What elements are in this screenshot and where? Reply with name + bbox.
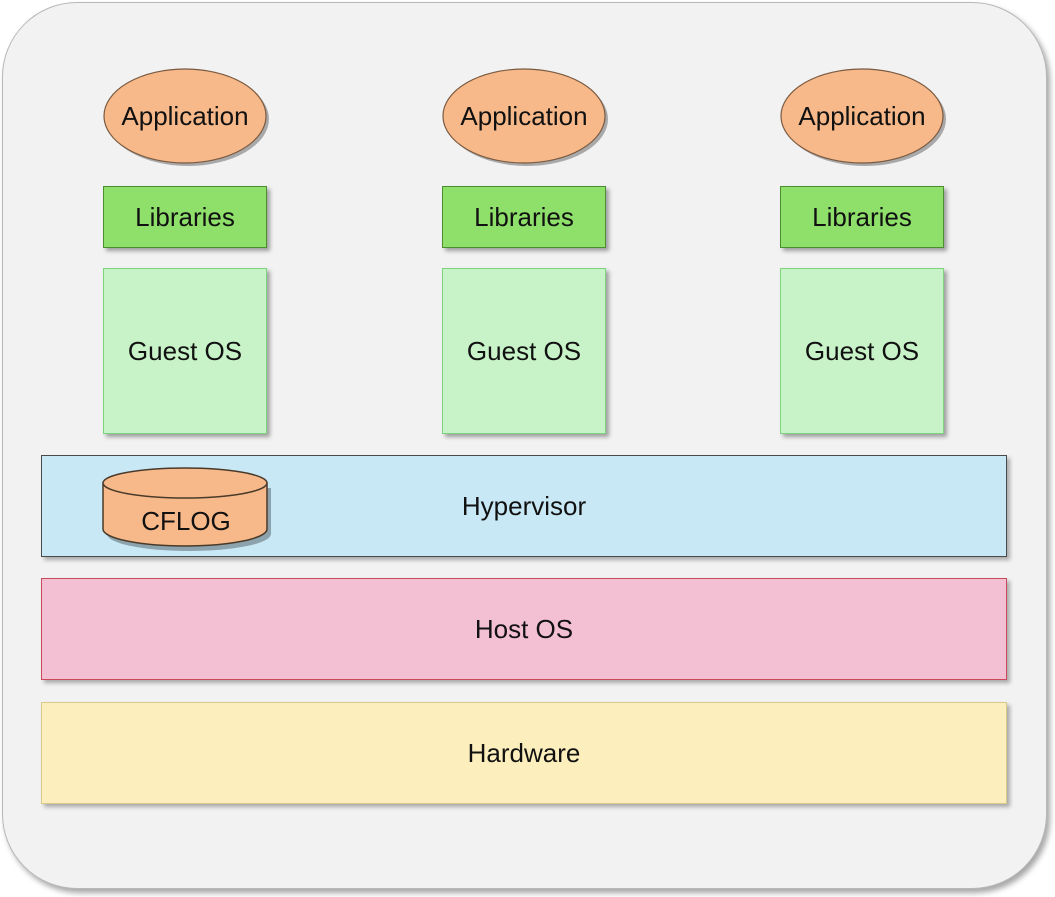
libraries-box: Libraries	[442, 186, 606, 248]
application-ellipse	[442, 68, 608, 166]
application-ellipse	[780, 68, 946, 166]
application-label: Application	[121, 100, 249, 131]
application-ellipse	[103, 68, 269, 166]
guest-os-box: Guest OS	[780, 268, 944, 434]
application-label: Application	[460, 100, 588, 131]
hardware-layer: Hardware	[41, 702, 1007, 804]
application-node: Application	[780, 68, 946, 166]
cflog-storage: CFLOG	[101, 465, 271, 551]
database-cylinder-icon	[102, 467, 271, 551]
application-label: Application	[798, 100, 926, 131]
host-os-layer: Host OS	[41, 578, 1007, 680]
libraries-box: Libraries	[780, 186, 944, 248]
libraries-box: Libraries	[103, 186, 267, 248]
cflog-label: CFLOG	[141, 505, 231, 536]
guest-os-box: Guest OS	[103, 268, 267, 434]
application-node: Application	[442, 68, 608, 166]
guest-os-box: Guest OS	[442, 268, 606, 434]
application-node: Application	[103, 68, 269, 166]
